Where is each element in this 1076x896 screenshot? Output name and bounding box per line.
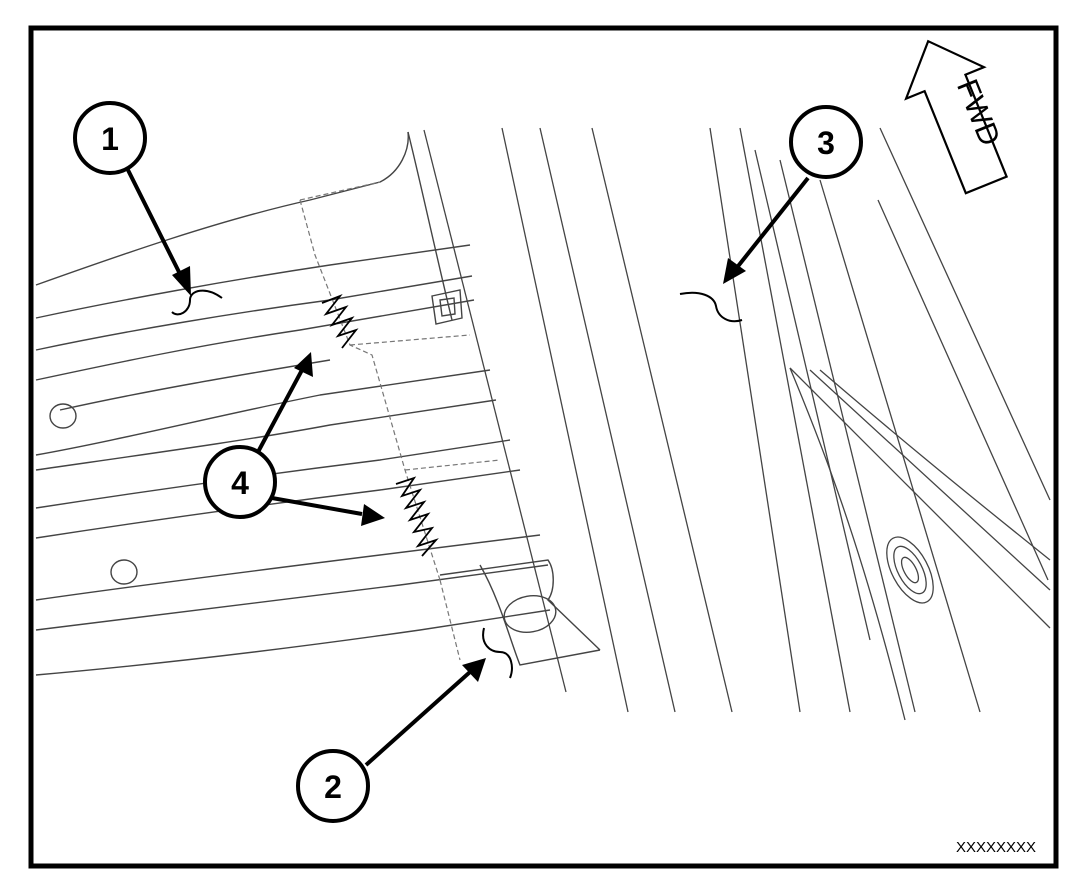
callout-number: 1	[101, 121, 119, 157]
callout-circle	[203, 445, 277, 519]
callout-2: 2	[296, 749, 370, 823]
leader-arrows	[126, 169, 810, 767]
forward-arrow-shape	[904, 39, 1009, 195]
cut-outline	[299, 181, 501, 661]
floor-pan-lines	[423, 127, 1051, 713]
figure-reference: XXXXXXXX	[956, 839, 1036, 856]
floor-pan-hole	[886, 536, 934, 604]
upper-panel	[35, 131, 601, 676]
leader-curls	[171, 289, 743, 679]
callout-number: 4	[231, 465, 249, 501]
callout-number: 2	[324, 769, 342, 805]
callout-number: 3	[817, 125, 835, 161]
callout-3: 3	[789, 105, 863, 179]
callout-1: 1	[73, 101, 147, 175]
forward-arrow: FWD	[904, 39, 1009, 195]
panel-holes	[49, 289, 557, 633]
callout-circle	[789, 105, 863, 179]
callout-4: 4	[203, 445, 277, 519]
callout-circle	[296, 749, 370, 823]
weld-cut-marks	[321, 293, 439, 557]
frame-border	[28, 25, 1059, 869]
callout-circle	[73, 101, 147, 175]
floor-pan-beam	[789, 367, 1051, 721]
